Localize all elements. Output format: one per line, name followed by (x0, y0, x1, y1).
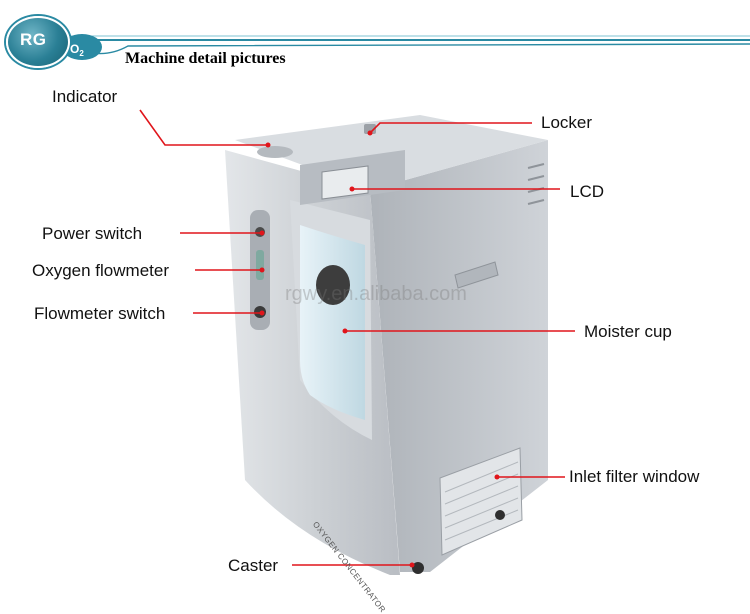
header-rule (62, 34, 750, 60)
moister-cup-cap (316, 265, 350, 305)
o2-badge: O2 (70, 42, 84, 58)
callout-locker: Locker (541, 113, 593, 132)
indicator-pointer (139, 109, 268, 146)
callout-pointers (139, 109, 575, 566)
side-vents (527, 163, 545, 205)
callout-inlet-filter-window: Inlet filter window (569, 467, 700, 486)
locker-pointer (369, 122, 532, 134)
callout-oxygen-flowmeter: Oxygen flowmeter (32, 261, 169, 280)
callout-moister-cup: Moister cup (584, 322, 672, 341)
callout-lcd: LCD (570, 182, 605, 201)
lcd-screen (321, 165, 369, 200)
pointer-dots (259, 130, 500, 568)
o2-subscript: 2 (79, 49, 84, 58)
indicator-lights (257, 146, 293, 158)
header: RG O2 Machine detail pictures (0, 0, 750, 80)
watermark: rgwy.en.alibaba.com (285, 283, 467, 305)
caster-wheel (412, 562, 424, 574)
locker (364, 124, 376, 134)
caster-wheel (495, 510, 505, 520)
callout-caster: Caster (228, 556, 279, 575)
brand-logo (6, 16, 70, 68)
callout-indicator: Indicator (52, 87, 118, 106)
side-handle (454, 261, 499, 289)
oxygen-concentrator-illustration (139, 109, 575, 575)
page-title: Machine detail pictures (125, 50, 286, 67)
callout-flowmeter-switch: Flowmeter switch (34, 304, 166, 323)
brand-logo-text: RG (20, 30, 47, 49)
filter-grille (444, 461, 519, 541)
o2-symbol: O (70, 42, 80, 56)
flowmeter-tube (256, 250, 264, 280)
moister-cup-window (300, 225, 365, 420)
callout-power-switch: Power switch (42, 224, 143, 243)
